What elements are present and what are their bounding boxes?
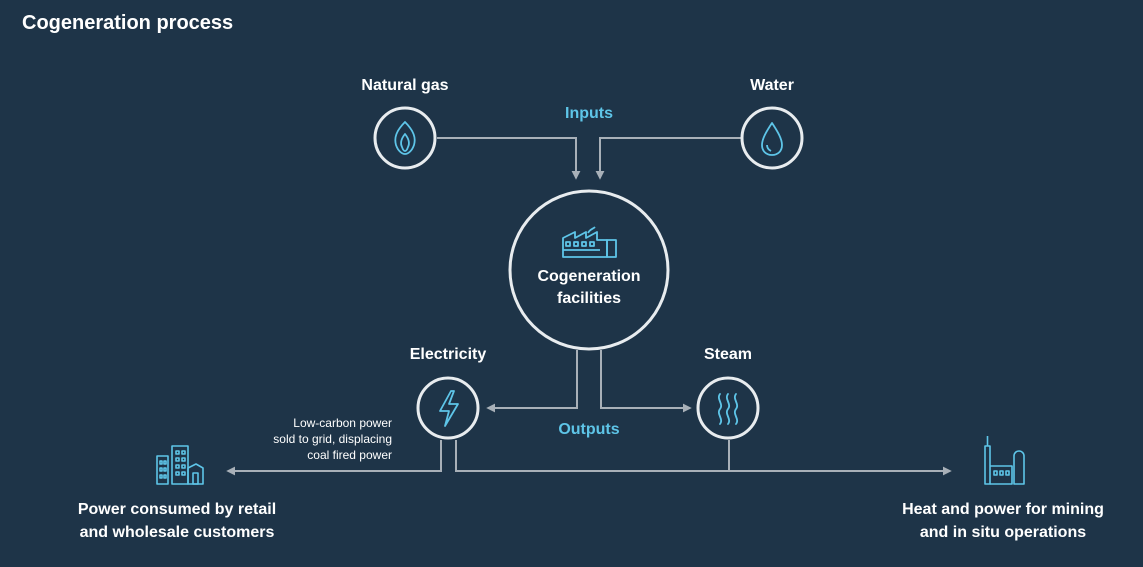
cogeneration-facility-label: Cogeneration facilities — [537, 266, 640, 310]
cogeneration-facility-node — [508, 189, 670, 351]
connector-facility-to-electricity — [486, 350, 578, 413]
steam-icon — [717, 393, 739, 425]
water-node — [740, 106, 804, 170]
water-label: Water — [750, 77, 794, 94]
electricity-label: Electricity — [409, 346, 487, 363]
grid-note: Low-carbon power sold to grid, displacin… — [273, 415, 392, 463]
retail-destination-label: Power consumed by retail and wholesale c… — [78, 498, 276, 544]
retail-line1: Power consumed by retail — [77, 501, 277, 518]
factory-icon — [562, 226, 617, 258]
lightning-bolt-icon — [439, 390, 459, 427]
grid-note-line1: Low-carbon power — [293, 416, 392, 430]
natural-gas-label: Natural gas — [361, 77, 449, 94]
mining-line2: and in situ operations — [919, 524, 1087, 541]
natural-gas-node — [373, 106, 437, 170]
connector-facility-to-steam — [600, 350, 692, 413]
electricity-node — [416, 376, 480, 440]
connector-electricity-to-retail — [226, 440, 442, 476]
water-drop-icon — [761, 122, 783, 156]
page-title: Cogeneration process — [22, 12, 234, 34]
connector-water-to-facility — [595, 137, 741, 180]
grid-note-line2: sold to grid, displacing — [273, 432, 392, 446]
steam-node — [696, 376, 760, 440]
industrial-plant-icon — [984, 436, 1025, 485]
connector-electricity-to-mining — [455, 440, 952, 476]
outputs-label: Outputs — [558, 421, 620, 438]
connectors — [226, 137, 952, 476]
flame-icon — [394, 121, 416, 155]
city-buildings-icon — [156, 445, 204, 485]
cogeneration-label-line2: facilities — [556, 290, 622, 307]
grid-note-line3: coal fired power — [307, 448, 392, 462]
mining-line1: Heat and power for mining — [902, 501, 1104, 518]
inputs-label: Inputs — [565, 105, 613, 122]
steam-label: Steam — [703, 346, 753, 363]
cogeneration-label-line1: Cogeneration — [537, 268, 641, 285]
connector-gas-to-facility — [437, 137, 581, 180]
mining-destination-label: Heat and power for mining and in situ op… — [902, 498, 1104, 544]
retail-line2: and wholesale customers — [79, 524, 275, 541]
